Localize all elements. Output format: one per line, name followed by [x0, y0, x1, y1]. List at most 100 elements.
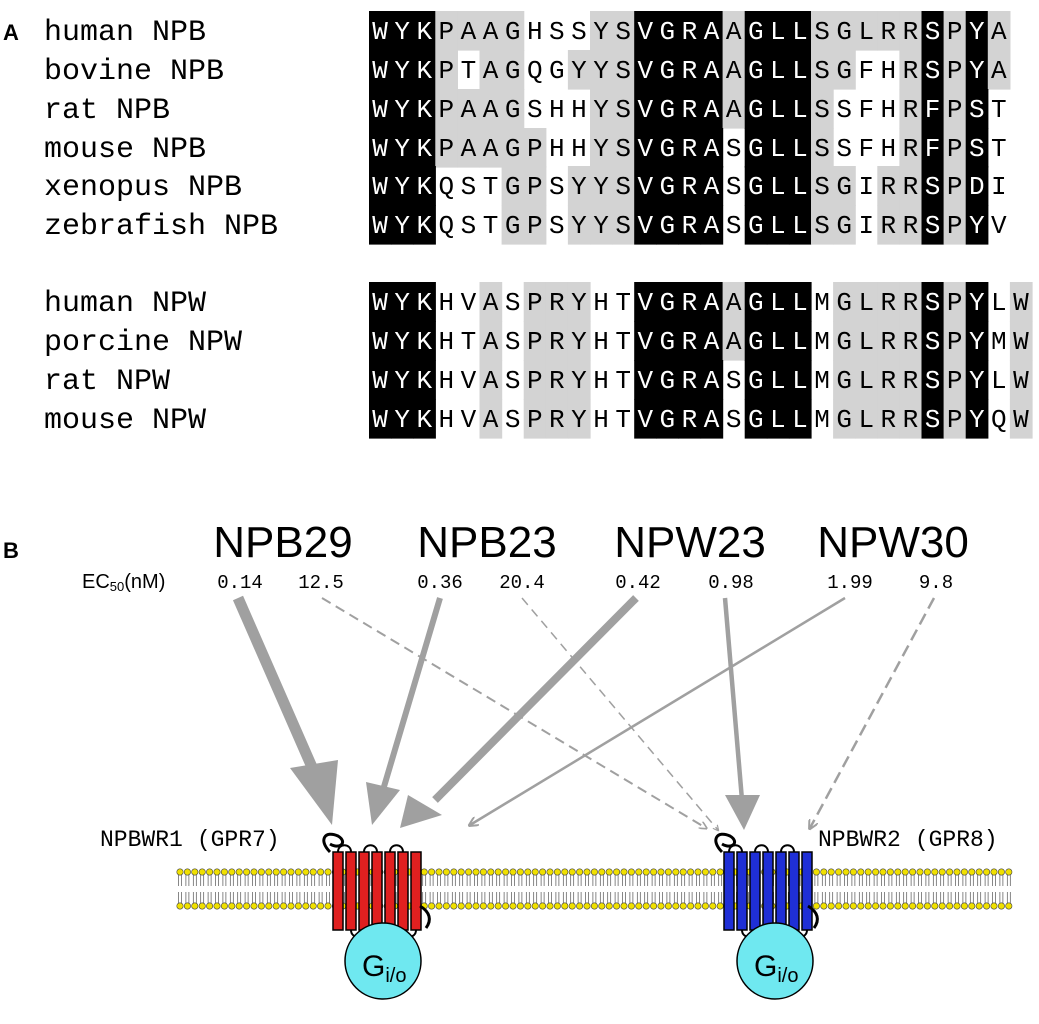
residue-shade [523, 128, 547, 168]
residue: S [505, 405, 521, 435]
residue: W [372, 134, 388, 164]
lipid-head [479, 868, 487, 876]
lipid-head [827, 868, 835, 876]
lipid-head [250, 902, 258, 910]
residue: S [925, 211, 941, 241]
lipid-head [968, 902, 976, 910]
residue-shade [744, 11, 768, 51]
residue-shade [656, 128, 679, 168]
residue-shade [899, 128, 923, 168]
residue: P [947, 95, 963, 125]
residue-shade [567, 360, 591, 400]
residue-shade [391, 11, 414, 51]
lipid-head [228, 902, 236, 910]
residue-shade [943, 321, 967, 361]
residue: P [527, 288, 543, 318]
residue-shade [678, 166, 702, 206]
lipid-head [886, 868, 894, 876]
residue: L [991, 288, 1007, 318]
residue: A [704, 288, 720, 318]
lipid-head [450, 868, 458, 876]
residue: Y [593, 17, 609, 47]
residue: G [748, 405, 764, 435]
lipid-head [465, 868, 473, 876]
residue-shade [700, 50, 724, 90]
residue: S [505, 366, 521, 396]
residue-shade [766, 128, 790, 168]
lipid-head [997, 868, 1005, 876]
lipid-head [183, 868, 191, 876]
residue-shade [877, 166, 900, 206]
panel-b-label: B [3, 538, 19, 563]
lipid-head [605, 902, 613, 910]
residue-shade [678, 11, 702, 51]
lipid-head [176, 868, 184, 876]
residue-shade [612, 50, 635, 90]
residue-shade [833, 399, 856, 439]
residue-shade [965, 399, 989, 439]
residue-shade [965, 205, 989, 245]
residue: R [549, 288, 565, 318]
residue: G [505, 172, 521, 202]
residue-shade [700, 321, 724, 361]
residue-shade [1009, 282, 1033, 322]
peptide-name: NPW30 [817, 518, 969, 567]
lipid-head [1005, 868, 1013, 876]
residue-shade [612, 89, 635, 129]
residue: A [461, 17, 477, 47]
residue-shade [523, 282, 547, 322]
lipid-head [191, 902, 199, 910]
residue: A [704, 211, 720, 241]
receptor-npbwr2: NPBWR2(GPR8) Gi/o [714, 827, 998, 1000]
residue: Y [571, 288, 587, 318]
lipid-head [812, 868, 820, 876]
residue-shade [391, 321, 414, 361]
residue: L [770, 134, 786, 164]
lipid-head [946, 868, 954, 876]
residue: R [881, 366, 897, 396]
g-protein-label: Gi/o [362, 950, 406, 987]
lipid-head [576, 902, 584, 910]
lipid-head [568, 868, 576, 876]
residue-shade [700, 399, 724, 439]
residue: P [947, 366, 963, 396]
residue: Y [969, 288, 985, 318]
residue-shade [567, 50, 591, 90]
transmembrane-helix [358, 851, 370, 931]
peptide-name: NPB29 [213, 518, 352, 567]
residue: L [792, 327, 808, 357]
residue: H [881, 56, 897, 86]
residue: T [615, 405, 631, 435]
residue-shade [545, 360, 569, 400]
lipid-head [220, 902, 228, 910]
lipid-head [317, 902, 325, 910]
lipid-head [228, 868, 236, 876]
residue-shade [811, 50, 834, 90]
lipid-head [953, 902, 961, 910]
residue: A [726, 288, 742, 318]
residue-shade [788, 50, 812, 90]
residue-shade [744, 282, 768, 322]
species-name: human NPW [44, 287, 206, 321]
residue-shade [921, 205, 945, 245]
lipid-head [657, 868, 665, 876]
residue-shade [921, 321, 945, 361]
residue: G [836, 172, 852, 202]
residue: W [1013, 288, 1029, 318]
lipid-head [183, 902, 191, 910]
ec50-value: 0.14 [217, 572, 263, 594]
residue: W [372, 366, 388, 396]
residue: Y [571, 405, 587, 435]
lipid-head [916, 868, 924, 876]
residue-shade [744, 360, 768, 400]
lipid-head [280, 868, 288, 876]
lipid-head [568, 902, 576, 910]
lipid-head [435, 902, 443, 910]
residue-shade [678, 321, 702, 361]
residue-shade [700, 360, 724, 400]
residue: P [947, 327, 963, 357]
residue-shade [921, 360, 945, 400]
residue: G [836, 366, 852, 396]
residue: K [416, 405, 432, 435]
